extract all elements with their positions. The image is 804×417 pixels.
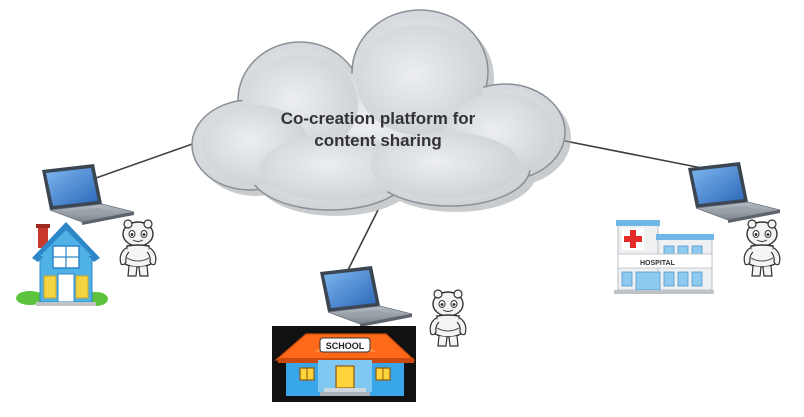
cloud-label-line-1: Co-creation platform for	[280, 109, 476, 128]
cloud-label: Co-creation platform for content sharing	[238, 108, 518, 152]
hospital-building-icon: HOSPITAL	[614, 220, 714, 294]
robot-mascot-school-icon	[429, 289, 467, 347]
robot-mascot-hospital-icon	[743, 219, 781, 277]
cloud-shape	[191, 9, 571, 216]
school-sign: SCHOOL	[326, 341, 365, 351]
cloud-label-line-2: content sharing	[314, 131, 442, 150]
laptop-hospital-icon	[687, 161, 781, 224]
laptop-school-icon	[319, 265, 413, 328]
laptop-home-icon	[41, 163, 135, 226]
school-building-icon: SCHOOL	[272, 326, 416, 402]
connector-hospital	[559, 139, 713, 171]
house-icon	[16, 222, 108, 306]
robot-mascot-home-icon	[119, 219, 157, 277]
connector-home	[95, 141, 199, 179]
hospital-sign: HOSPITAL	[640, 260, 676, 267]
connector-school	[347, 209, 379, 271]
